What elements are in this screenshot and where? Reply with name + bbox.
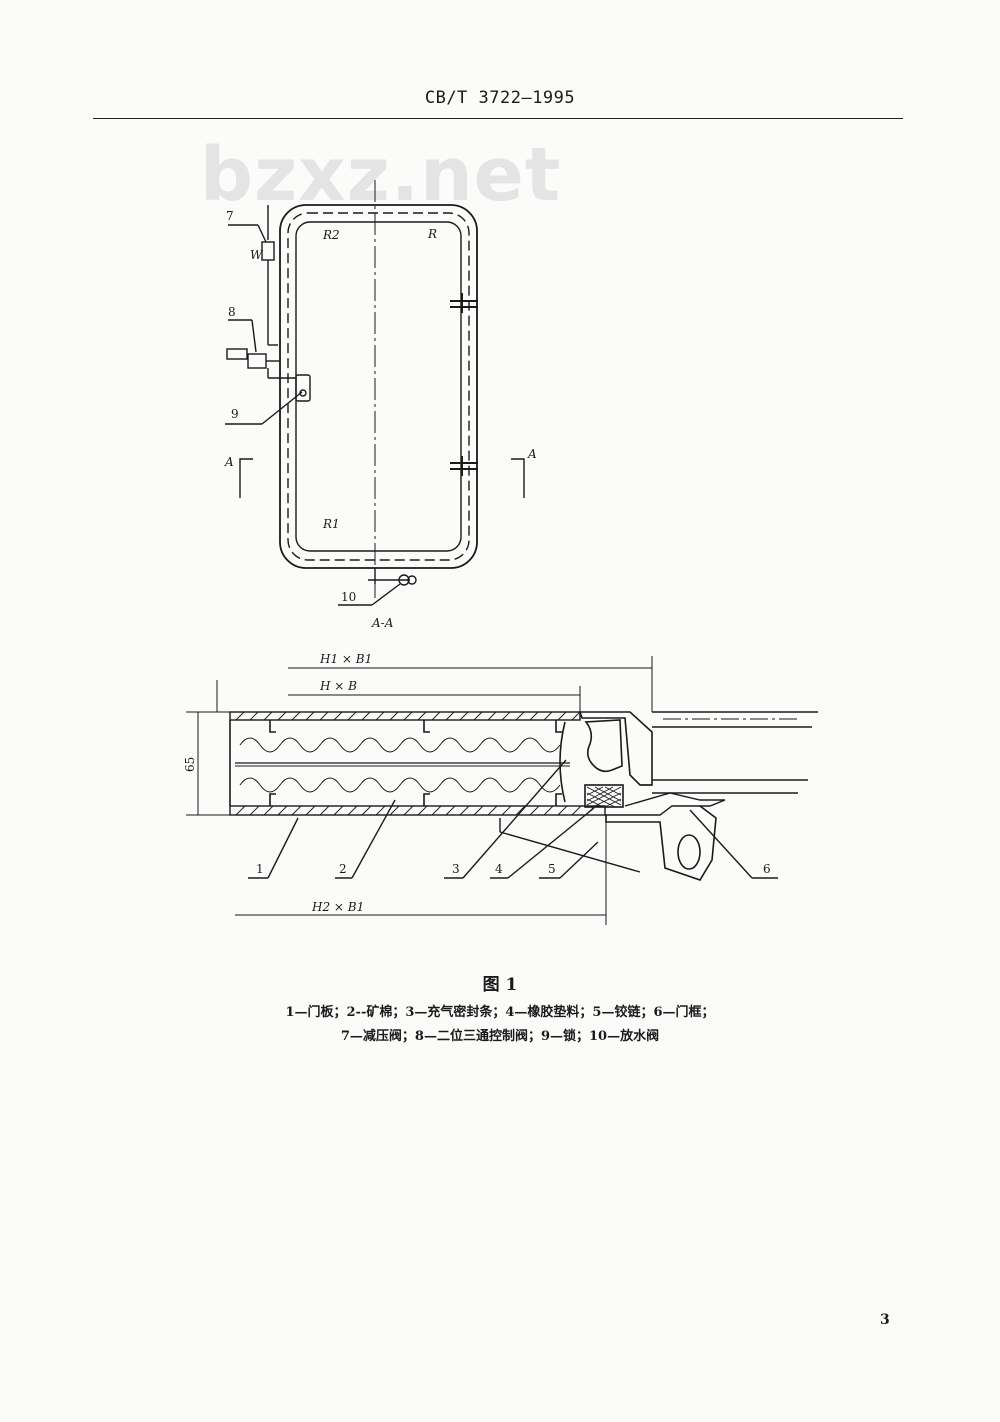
section-mark-right: A [527,447,537,461]
door-section-view [186,656,818,925]
callout-7: 7 [226,209,234,223]
radius-label-r1: R1 [322,517,340,531]
callout-10: 10 [341,590,356,604]
dim-thickness: 65 [183,757,197,772]
callout-1: 1 [256,862,264,876]
standard-code-header: CB/T 3722—1995 [424,88,576,108]
radius-label-r: R [427,227,437,241]
door-front-view [225,180,525,606]
callout-2: 2 [339,862,347,876]
dim-h1-b1: H1 × B1 [319,652,372,666]
callout-3: 3 [452,862,460,876]
dim-h2-b1: H2 × B1 [311,900,364,914]
figure-legend-line-1: 1—门板；2--矿棉；3—充气密封条；4—橡胶垫料；5—铰链；6—门框； [285,1005,715,1020]
valve-label-w: W [250,248,264,262]
figure-caption-title: 图 1 [482,975,518,995]
page-number: 3 [880,1312,890,1328]
callout-4: 4 [495,862,503,876]
header-rule [93,118,903,119]
figure-legend-line-2: 7—减压阀；8—二位三通控制阀；9—锁；10—放水阀 [340,1029,660,1044]
callout-5: 5 [548,862,556,876]
radius-label-r2: R2 [322,228,340,242]
callout-6: 6 [763,862,771,876]
callout-8: 8 [228,305,236,319]
section-title: A-A [371,616,394,630]
section-mark-left: A [224,455,234,469]
dim-h-b: H × B [319,679,357,693]
callout-9: 9 [231,407,239,421]
watermark: bzxz.net [200,132,562,218]
